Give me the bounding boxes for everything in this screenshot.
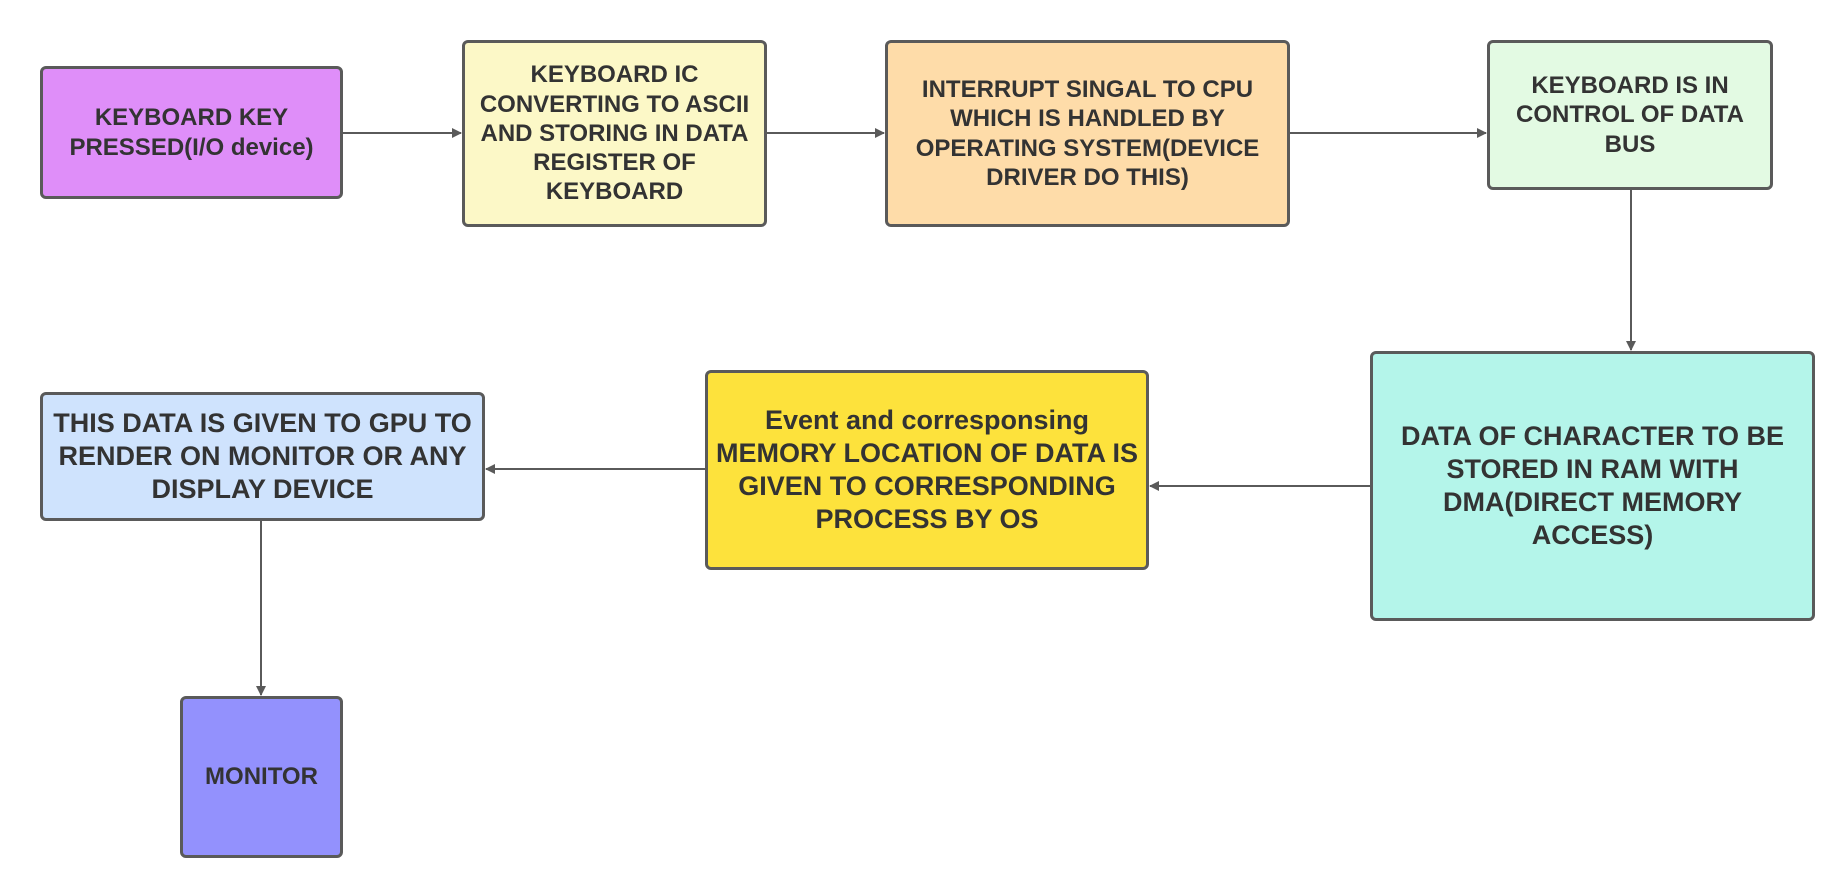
node-monitor-label: MONITOR bbox=[205, 763, 318, 791]
node-dma-storage-label: DATA OF CHARACTER TO BE STORED IN RAM WI… bbox=[1401, 421, 1784, 550]
node-keyboard-ic: KEYBOARD IC CONVERTING TO ASCII AND STOR… bbox=[462, 40, 767, 227]
node-event-memory-location: Event and corresponsing MEMORY LOCATION … bbox=[705, 370, 1149, 570]
node-interrupt-signal: INTERRUPT SINGAL TO CPU WHICH IS HANDLED… bbox=[885, 40, 1290, 227]
node-dma-storage: DATA OF CHARACTER TO BE STORED IN RAM WI… bbox=[1370, 351, 1815, 621]
node-keyboard-key-pressed-label: KEYBOARD KEY PRESSED(I/O device) bbox=[69, 104, 314, 161]
node-data-bus-control: KEYBOARD IS IN CONTROL OF DATA BUS bbox=[1487, 40, 1773, 190]
node-gpu-render: THIS DATA IS GIVEN TO GPU TO RENDER ON M… bbox=[40, 392, 485, 521]
node-data-bus-control-label: KEYBOARD IS IN CONTROL OF DATA BUS bbox=[1516, 72, 1744, 158]
node-gpu-render-label: THIS DATA IS GIVEN TO GPU TO RENDER ON M… bbox=[53, 408, 472, 504]
node-interrupt-signal-label: INTERRUPT SINGAL TO CPU WHICH IS HANDLED… bbox=[915, 75, 1260, 191]
node-keyboard-ic-label: KEYBOARD IC CONVERTING TO ASCII AND STOR… bbox=[479, 61, 750, 206]
node-event-memory-location-label: Event and corresponsing MEMORY LOCATION … bbox=[716, 405, 1138, 534]
node-keyboard-key-pressed: KEYBOARD KEY PRESSED(I/O device) bbox=[40, 66, 343, 199]
node-monitor: MONITOR bbox=[180, 696, 343, 858]
